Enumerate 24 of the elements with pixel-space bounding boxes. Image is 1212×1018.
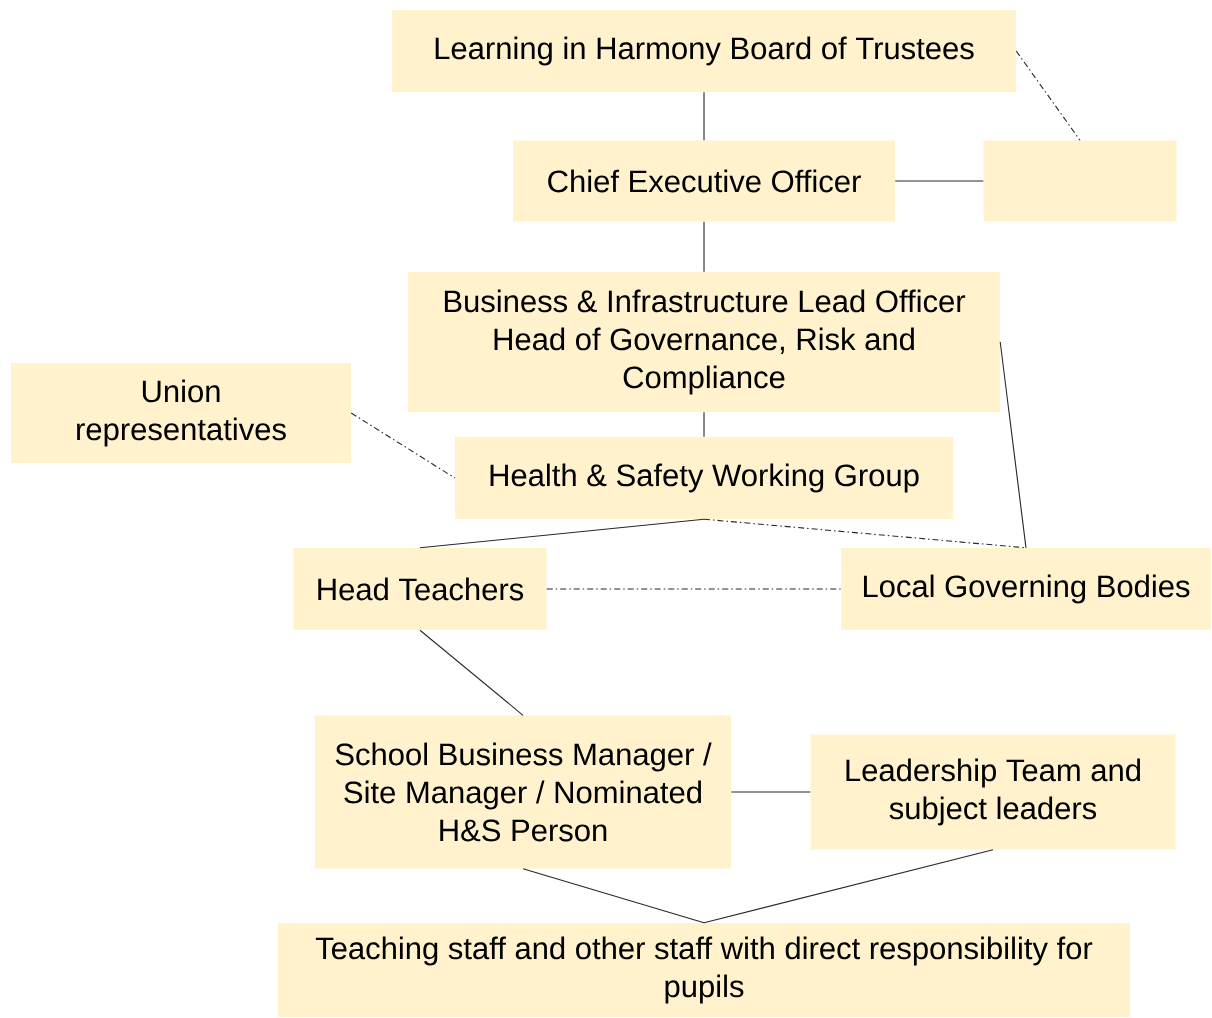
connector-line: [350, 412, 456, 479]
role-box: Health & Safety Working Group: [455, 437, 953, 519]
connector-line: [703, 849, 994, 924]
connector-line: [703, 91, 705, 141]
connector-line: [703, 411, 705, 438]
empty-box: [983, 140, 1177, 222]
connector-line: [730, 791, 811, 793]
role-box: Chief Executive Officer: [513, 140, 895, 222]
role-box: Learning in Harmony Board of Trustees: [392, 10, 1016, 92]
connector-line: [999, 341, 1027, 549]
connector-line: [1015, 50, 1081, 141]
role-box: Teaching staff and other staff with direct responsibility for pupils: [278, 923, 1130, 1017]
role-box: School Business Manager / Site Manager / Nominated H&S Person: [315, 715, 731, 869]
role-box: Business & Infrastructure Lead Officer Head of Governance, Risk and Compliance: [408, 272, 1000, 412]
role-box: Local Governing Bodies: [841, 548, 1211, 630]
role-box: Leadership Team and subject leaders: [810, 734, 1176, 850]
connector-line: [703, 221, 705, 273]
connector-line: [419, 518, 705, 549]
connector-line: [419, 629, 524, 716]
connector-line: [894, 180, 984, 182]
connector-line: [546, 588, 842, 590]
connector-line: [522, 868, 705, 924]
role-box: Union representatives: [11, 363, 351, 463]
role-box: Head Teachers: [293, 548, 547, 630]
